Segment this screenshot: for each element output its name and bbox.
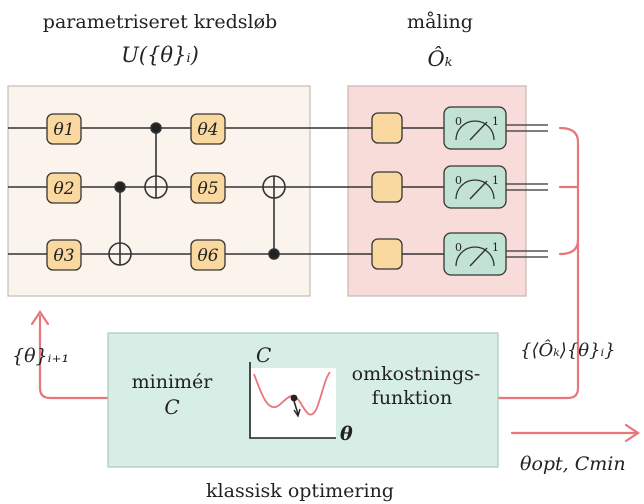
basis-gate-wires	[402, 127, 444, 255]
cost-function-label-2: funktion	[372, 387, 452, 409]
measure-title: måling	[407, 11, 473, 33]
gate-theta-2: θ2	[46, 172, 82, 204]
current-point	[290, 394, 298, 402]
gate-label: θ2	[53, 179, 74, 199]
descent-arrow	[293, 400, 299, 415]
basis-gate	[371, 238, 403, 270]
meter-low: 0	[455, 241, 462, 254]
gate-theta-5: θ5	[190, 172, 226, 204]
gate-label: θ3	[53, 246, 74, 266]
expectations-label: {⟨Ôₖ⟩{θ}ᵢ}	[520, 338, 616, 361]
circuit-formula: U({θ}ᵢ)	[121, 43, 199, 67]
meter-icon: 0 1	[443, 106, 507, 150]
gate-theta-4: θ4	[190, 113, 226, 145]
meter-icon: 0 1	[443, 232, 507, 276]
minimize-label: minimér	[132, 371, 214, 393]
meter-high: 1	[492, 174, 499, 187]
basis-gates	[371, 112, 403, 270]
meter-high: 1	[492, 241, 499, 254]
measure-formula: Ôₖ	[428, 46, 453, 71]
gate-theta-1: θ1	[46, 113, 82, 145]
meter-low: 0	[455, 115, 462, 128]
basis-gate	[371, 112, 403, 144]
circuit-title: parametriseret kredsløb	[43, 11, 277, 33]
plot-ylabel: C	[256, 343, 271, 367]
rotation-gates: θ1 θ2 θ3 θ4 θ5 θ6	[46, 113, 226, 271]
cost-curve	[253, 371, 331, 416]
gate-theta-3: θ3	[46, 239, 82, 271]
classical-wires	[505, 124, 548, 258]
gate-label: θ6	[197, 246, 218, 266]
cost-plot: C θ	[249, 343, 353, 445]
gate-label: θ5	[197, 179, 218, 199]
meter-low: 0	[455, 174, 462, 187]
params-next-label: {θ}ᵢ₊₁	[12, 345, 69, 367]
gate-theta-6: θ6	[190, 239, 226, 271]
gate-label: θ1	[53, 120, 74, 140]
basis-gate	[371, 171, 403, 203]
plot-axes	[249, 362, 336, 439]
feedback-arrows	[30, 126, 640, 443]
bottom-title: klassisk optimering	[206, 480, 394, 502]
plot-xlabel: θ	[340, 423, 353, 445]
output-label: θopt, Cmin	[520, 453, 626, 475]
meter-icon: 0 1	[443, 165, 507, 209]
cnot-gates	[108, 122, 286, 266]
meters: 0 1 0 1 0 1	[443, 106, 507, 276]
minimize-symbol: C	[164, 395, 179, 419]
gate-label: θ4	[197, 120, 218, 140]
meter-high: 1	[492, 115, 499, 128]
cost-function-label-1: omkostnings-	[352, 363, 481, 385]
